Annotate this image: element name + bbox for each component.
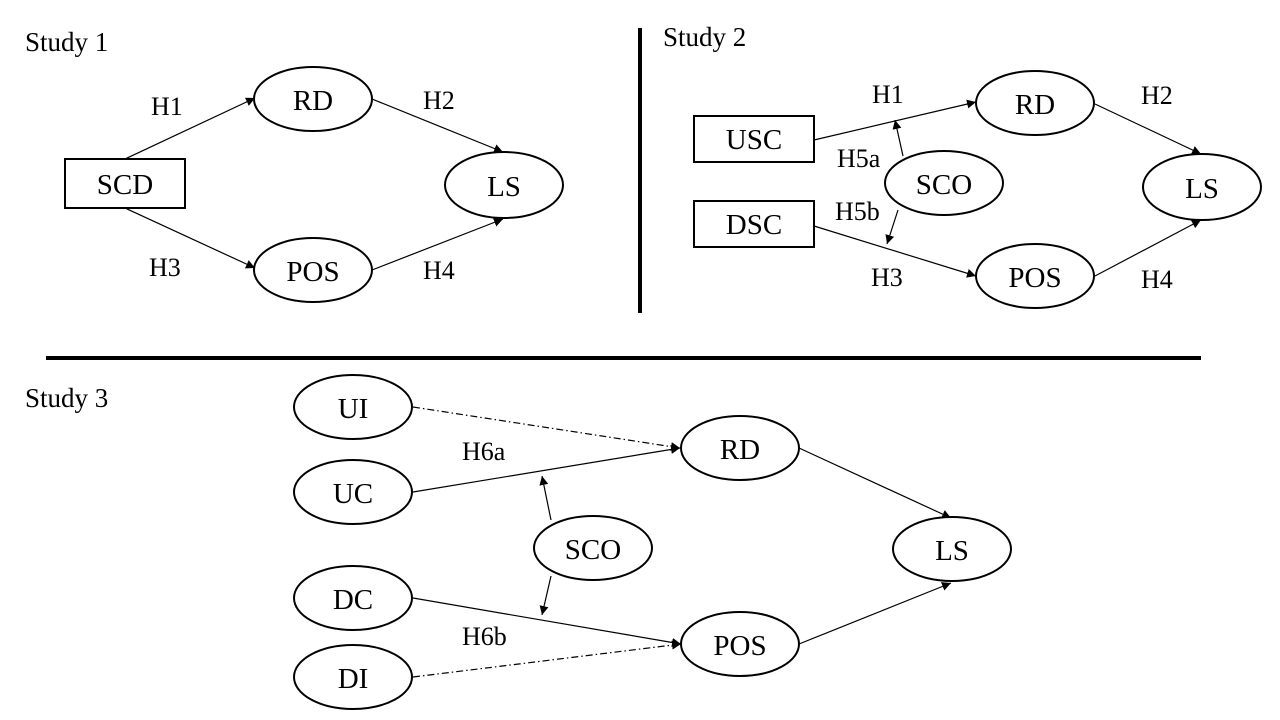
- node-sco: SCO: [533, 515, 653, 581]
- study-2-panel: Study 2 H1 H2 H3 H4 H5a H5b USC DSC SCO …: [663, 22, 1262, 309]
- node-scd: SCD: [64, 158, 186, 209]
- edge-di-pos: [412, 640, 682, 678]
- node-uc: UC: [293, 459, 413, 525]
- edge-label-h2: H2: [1141, 81, 1173, 110]
- node-pos: POS: [253, 237, 373, 303]
- svg-text:UI: UI: [338, 393, 369, 425]
- node-rd: RD: [680, 415, 800, 481]
- node-dsc: DSC: [693, 200, 815, 248]
- edge-label-h5b: H5b: [835, 197, 880, 226]
- svg-text:POS: POS: [1008, 262, 1061, 294]
- node-ls: LS: [444, 151, 564, 219]
- svg-text:SCD: SCD: [97, 169, 153, 201]
- study-1-title: Study 1: [25, 27, 108, 57]
- node-rd: RD: [253, 66, 373, 132]
- svg-text:LS: LS: [935, 535, 969, 567]
- edge-pos-ls: [798, 582, 952, 645]
- edge-label-h4: H4: [1141, 265, 1173, 294]
- node-usc: USC: [693, 115, 815, 163]
- edge-dsc-pos: [813, 225, 977, 278]
- edge-label-h6b: H6b: [462, 622, 507, 651]
- study-1-panel: Study 1 H1 H2 H3 H4 SCD RD POS LS: [25, 27, 564, 303]
- edge-uc-rd: [412, 445, 681, 493]
- svg-text:DI: DI: [338, 663, 369, 695]
- edge-label-h5a: H5a: [837, 144, 881, 173]
- svg-text:RD: RD: [1015, 89, 1055, 121]
- svg-text:RD: RD: [293, 85, 333, 117]
- node-pos: POS: [975, 243, 1095, 309]
- edge-label-h6a: H6a: [462, 437, 506, 466]
- edge-sco-moderation-down: [539, 575, 552, 616]
- svg-text:SCO: SCO: [565, 534, 621, 566]
- edge-rd-ls: [798, 447, 952, 519]
- edge-ui-rd: [412, 406, 681, 452]
- edge-rd-ls: [371, 98, 504, 153]
- node-pos: POS: [680, 611, 800, 677]
- node-ui: UI: [293, 374, 413, 440]
- edge-label-h1: H1: [151, 92, 183, 121]
- edge-rd-ls: [1094, 103, 1202, 155]
- edge-label-h3: H3: [149, 253, 181, 282]
- edge-pos-ls: [371, 218, 504, 271]
- svg-text:POS: POS: [286, 256, 339, 288]
- svg-text:LS: LS: [1185, 173, 1219, 205]
- edge-dc-pos: [412, 597, 682, 647]
- edge-sco-moderation-up: [539, 475, 552, 521]
- edge-scd-pos: [124, 207, 256, 269]
- svg-text:DC: DC: [333, 584, 373, 616]
- study-3-title: Study 3: [25, 383, 108, 413]
- svg-text:DSC: DSC: [726, 209, 782, 241]
- node-ls: LS: [1142, 153, 1262, 221]
- svg-text:UC: UC: [333, 478, 373, 510]
- edge-scd-rd: [124, 97, 256, 160]
- svg-text:POS: POS: [713, 630, 766, 662]
- node-rd: RD: [975, 70, 1095, 136]
- svg-text:RD: RD: [720, 434, 760, 466]
- node-sco: SCO: [884, 150, 1004, 216]
- edge-pos-ls: [1094, 219, 1202, 277]
- node-di: DI: [293, 644, 413, 710]
- edge-label-h2: H2: [423, 86, 455, 115]
- svg-text:SCO: SCO: [916, 169, 972, 201]
- edge-label-h1: H1: [872, 80, 904, 109]
- edge-sco-moderation-down: [885, 209, 899, 245]
- node-ls: LS: [892, 516, 1012, 582]
- svg-text:LS: LS: [487, 171, 521, 203]
- node-dc: DC: [293, 565, 413, 631]
- svg-text:USC: USC: [726, 124, 782, 156]
- edge-sco-moderation-up: [892, 119, 904, 157]
- study-2-title: Study 2: [663, 22, 746, 52]
- edge-label-h3: H3: [871, 263, 903, 292]
- edge-label-h4: H4: [423, 256, 455, 285]
- study-3-panel: Study 3 H6a H6b UI UC DC DI: [25, 374, 1012, 710]
